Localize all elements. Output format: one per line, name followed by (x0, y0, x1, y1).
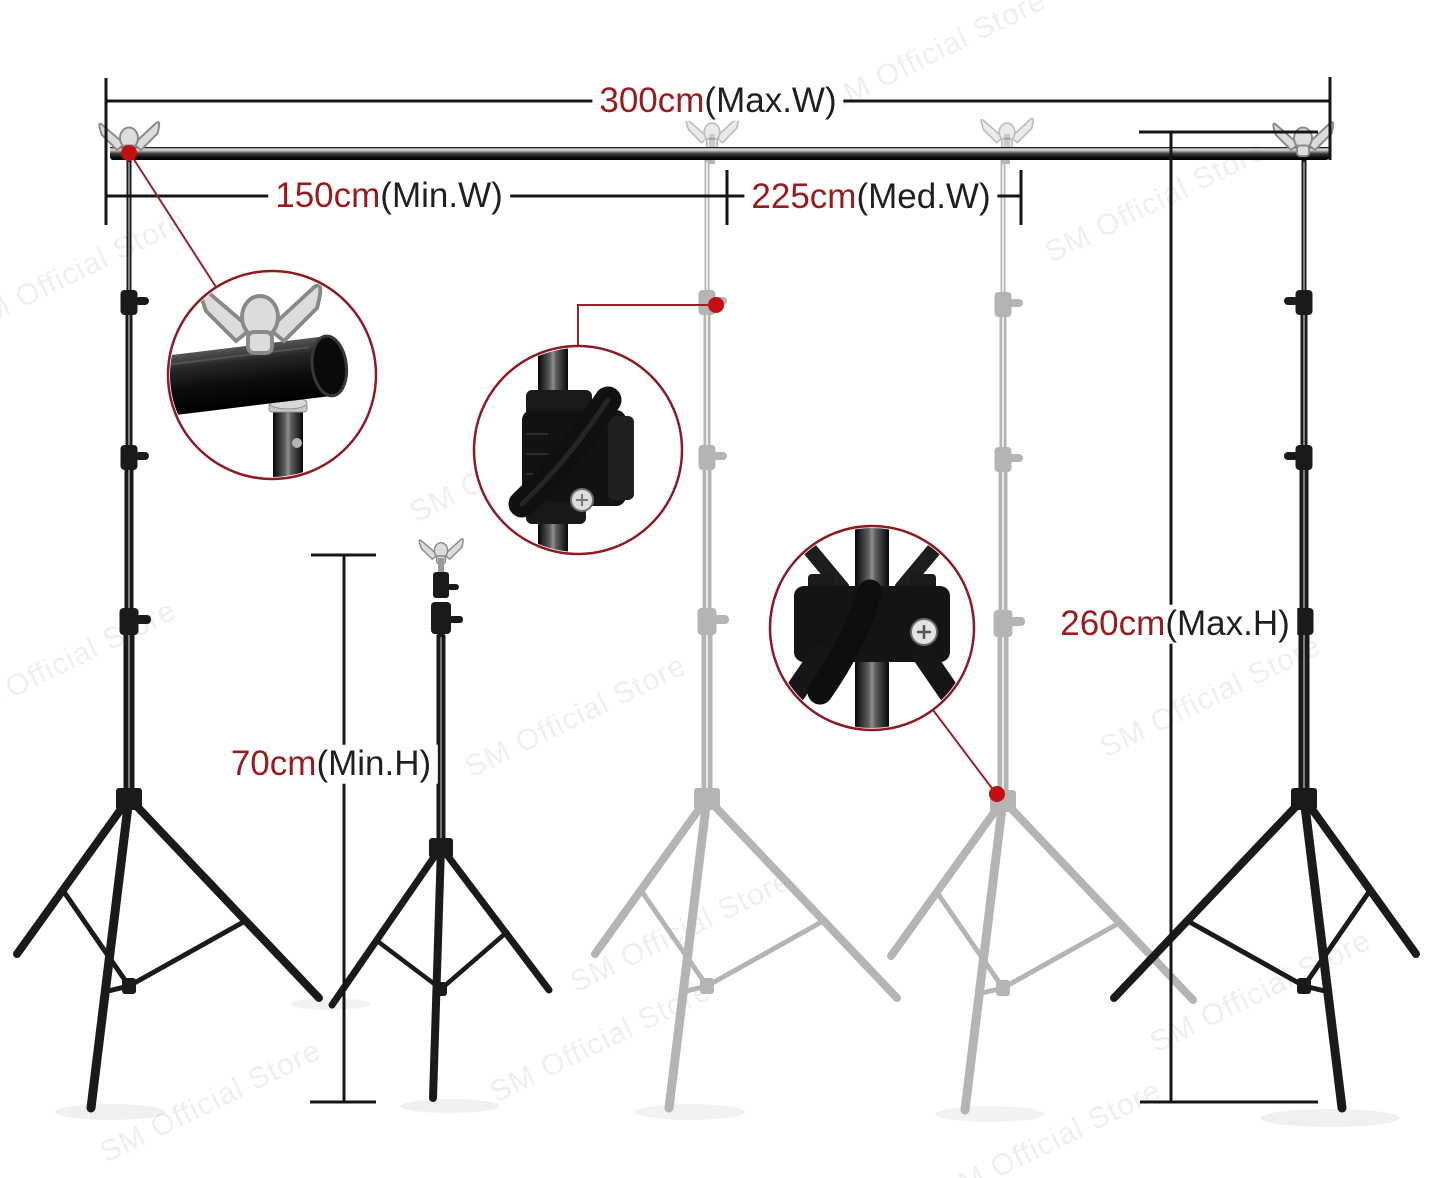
callout-connectors (132, 157, 995, 792)
dimension-min-width-unit: (Min.W) (380, 175, 503, 215)
dimension-med-width-label: 225cm(Med.W) (744, 176, 998, 217)
dimension-max-height-label: 260cm(Max.H) (1053, 603, 1297, 644)
crossbar (110, 147, 1329, 160)
dimension-max-width-label: 300cm(Max.W) (592, 80, 844, 121)
marker-dot-crossbar-end (121, 145, 137, 161)
dimension-min-height-unit: (Min.H) (316, 743, 432, 783)
callout-crossbar-connector (166, 269, 378, 481)
dimension-max-height-unit: (Max.H) (1165, 603, 1290, 643)
callout-circle (472, 344, 684, 556)
callout-circle (768, 524, 976, 732)
dimension-min-height-label: 70cm(Min.H) (223, 743, 439, 784)
ground-shadows (55, 998, 1400, 1127)
stand-min-height (328, 538, 553, 1102)
marker-dots (121, 145, 1005, 802)
callout-leg-hub (768, 524, 976, 732)
dimension-max-width-unit: (Max.W) (704, 80, 837, 120)
callout-circle (166, 269, 378, 481)
dimension-med-width-value: 225cm (751, 176, 857, 216)
dimension-min-width-value: 150cm (275, 175, 381, 215)
dimension-max-height-value: 260cm (1060, 603, 1166, 643)
dimension-max-width-value: 300cm (599, 80, 705, 120)
marker-dot-leg-hub (989, 786, 1005, 802)
marker-dot-height-clamp (708, 297, 724, 313)
dimension-min-height-value: 70cm (230, 743, 317, 783)
dimension-med-width-unit: (Med.W) (856, 176, 991, 216)
dimension-min-width-label: 150cm(Min.W) (268, 175, 510, 216)
callout-height-clamp (472, 344, 684, 556)
